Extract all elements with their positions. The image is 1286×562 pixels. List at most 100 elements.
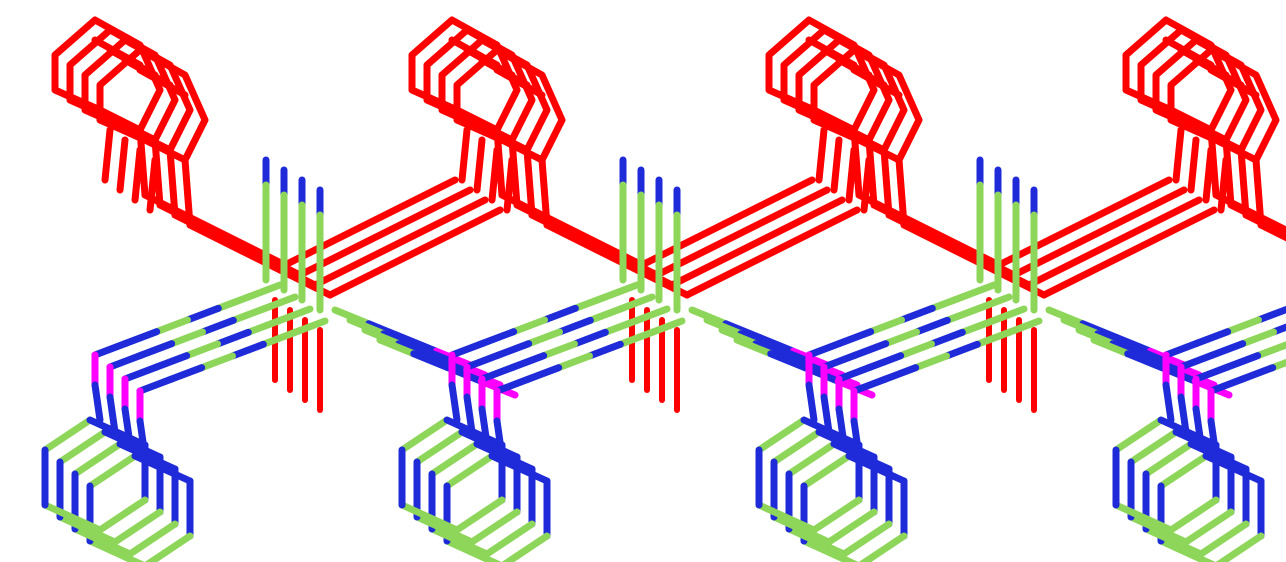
hex-bond (800, 416, 863, 449)
red-bond (523, 146, 536, 219)
red-bond (101, 126, 114, 184)
hex-bond (41, 416, 94, 454)
red-bond (151, 136, 164, 209)
bond-segment (973, 329, 1012, 348)
hex-bond (41, 501, 104, 534)
bond-segment (989, 305, 1028, 325)
red-chain (1040, 206, 1218, 299)
bond-segment (1254, 341, 1286, 360)
hex-bond (86, 452, 139, 490)
hex-bond (96, 496, 149, 534)
bond-segment (943, 340, 981, 360)
red-chain (995, 176, 1173, 269)
hex-bond (785, 525, 848, 558)
bond-segment (943, 305, 982, 324)
bond-segment (767, 350, 808, 371)
bond-segment (91, 339, 130, 359)
bond-segment (214, 328, 252, 348)
hex-bond (453, 496, 506, 534)
hex-bond (785, 440, 838, 478)
bond-segment (1208, 340, 1247, 359)
red-chain (326, 206, 504, 299)
hex-bond (126, 520, 179, 558)
red-ring (1122, 16, 1235, 134)
red-bond (136, 126, 149, 199)
hex-bond (483, 520, 536, 558)
bond-segment (1162, 339, 1201, 359)
hex-bond (71, 440, 124, 478)
bond-segment (912, 352, 950, 372)
red-bond (473, 136, 486, 194)
hex-bond (1157, 416, 1220, 449)
hex-bond (840, 520, 893, 558)
hex-bond (1197, 520, 1250, 558)
bond-segment (1090, 336, 1132, 358)
nitrogen-bond (448, 381, 461, 424)
bond-segment (616, 329, 655, 348)
bond-segment (1094, 330, 1135, 351)
hex-bond (398, 416, 451, 454)
bond-segment (479, 328, 518, 347)
bond-segment (290, 317, 329, 337)
red-bond (830, 136, 843, 194)
red-chain (638, 176, 816, 269)
hex-bond (468, 508, 521, 546)
nitrogen-bond (1162, 381, 1175, 424)
bond-segment (214, 293, 253, 312)
bond-segment (1239, 328, 1277, 348)
bond-segment (395, 340, 436, 361)
bond-segment (524, 364, 563, 383)
bond-segment (245, 281, 284, 301)
bond-segment (493, 375, 532, 395)
bond-segment (541, 304, 579, 324)
bond-segment (525, 328, 563, 348)
bond-segment (1193, 328, 1232, 347)
hex-bond (398, 501, 461, 534)
bond-segment (1238, 364, 1277, 383)
red-chain (1025, 196, 1203, 289)
hex-bond (144, 532, 194, 562)
bond-segment (540, 340, 578, 360)
bond-segment (1224, 316, 1262, 336)
bond-segment (586, 305, 625, 324)
nitrogen-bond (91, 381, 104, 424)
red-chain (683, 206, 861, 299)
bond-segment (1045, 306, 1087, 328)
bond-segment (244, 317, 283, 336)
bond-segment (365, 320, 406, 341)
bond-segment (835, 363, 874, 383)
hex-bond (800, 452, 853, 490)
bond-segment (152, 352, 191, 371)
red-chain (498, 191, 646, 269)
hex-bond (1127, 513, 1190, 546)
bond-segment (229, 305, 268, 324)
nitrogen-bond (805, 381, 818, 424)
bond-segment (602, 281, 641, 301)
bond-segment (866, 352, 905, 371)
bond-segment (136, 375, 175, 395)
red-bond (805, 36, 858, 69)
bond-segment (1192, 363, 1231, 383)
red-bond (1162, 36, 1215, 69)
nitrogen-bond (106, 393, 119, 436)
nitrogen-bond (820, 393, 833, 436)
bond-segment (897, 340, 935, 360)
hex-bond (858, 532, 908, 562)
bond-segment (1207, 375, 1246, 395)
red-ring (408, 16, 521, 134)
bond-segment (380, 330, 421, 351)
bond-segment (959, 281, 998, 301)
hex-bond (443, 416, 506, 449)
red-bond (865, 136, 878, 209)
red-chain (855, 191, 1003, 269)
red-ring (51, 16, 164, 134)
bond-segment (463, 351, 502, 371)
bond-segment (718, 326, 760, 348)
red-chain (141, 191, 289, 269)
bond-segment (756, 334, 797, 355)
bond-segment (199, 316, 237, 336)
bond-segment (601, 317, 640, 336)
bond-segment (153, 316, 191, 336)
bond-segment (346, 316, 388, 338)
hex-bond (1172, 428, 1235, 461)
